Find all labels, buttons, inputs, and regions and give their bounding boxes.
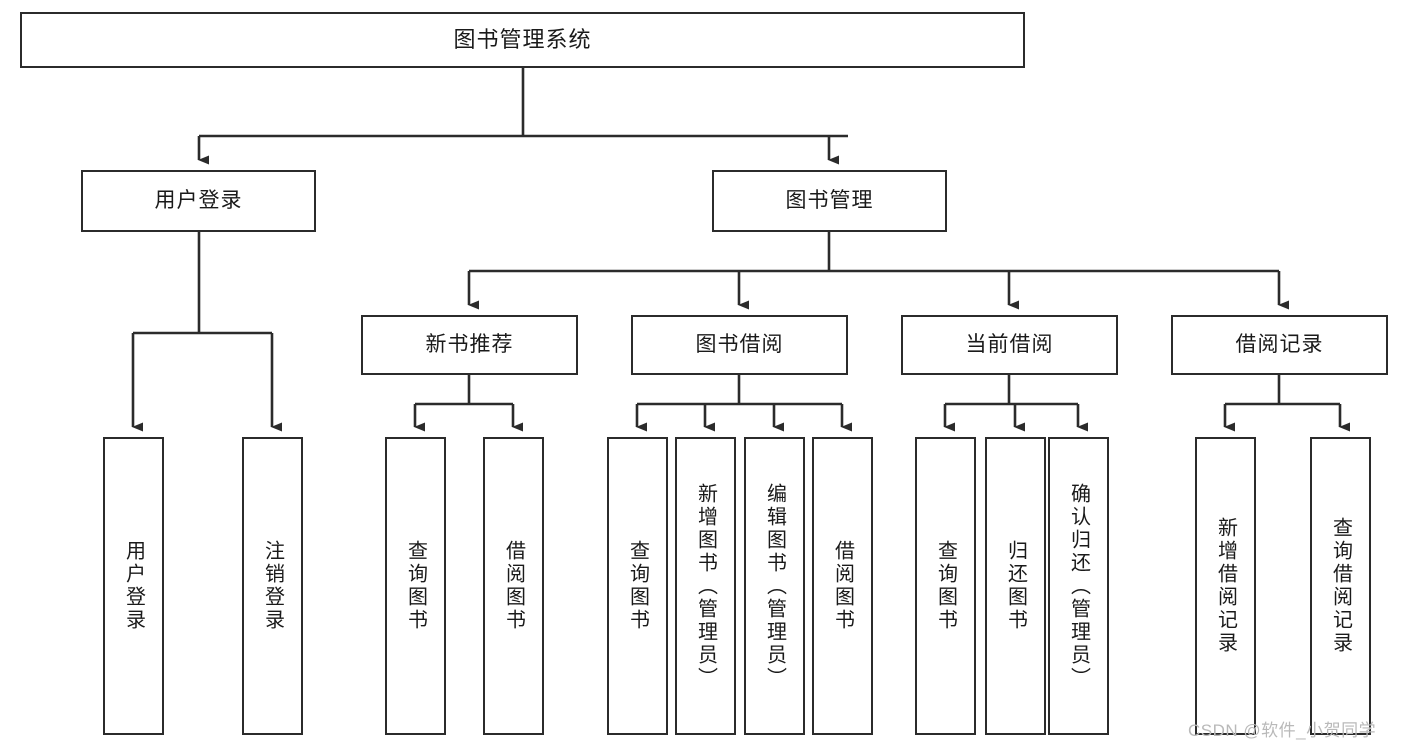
node-leaf-query-record-label: 查询借阅记录 — [1329, 517, 1352, 655]
node-book-management-label: 图书管理 — [785, 188, 874, 212]
node-leaf-return-book-label: 归还图书 — [1004, 540, 1027, 632]
node-leaf-query-book-2[interactable]: 查询图书 — [607, 437, 668, 735]
node-book-management[interactable]: 图书管理 — [712, 170, 947, 232]
node-leaf-add-book[interactable]: 新增图书（管理员） — [675, 437, 736, 735]
node-root-label: 图书管理系统 — [453, 27, 592, 53]
node-root[interactable]: 图书管理系统 — [20, 12, 1025, 68]
node-current-borrow-label: 当前借阅 — [965, 332, 1054, 356]
node-leaf-user-login[interactable]: 用户登录 — [103, 437, 164, 735]
node-leaf-query-book-3[interactable]: 查询图书 — [915, 437, 976, 735]
node-leaf-borrow-book-1[interactable]: 借阅图书 — [483, 437, 544, 735]
node-borrow-record-label: 借阅记录 — [1235, 332, 1324, 356]
node-book-borrow-label: 图书借阅 — [695, 332, 784, 356]
node-new-book-recommend[interactable]: 新书推荐 — [361, 315, 578, 375]
node-leaf-logout-label: 注销登录 — [261, 540, 284, 632]
node-current-borrow[interactable]: 当前借阅 — [901, 315, 1118, 375]
node-leaf-query-book-1-label: 查询图书 — [404, 540, 427, 632]
node-leaf-edit-book-label: 编辑图书（管理员） — [763, 482, 786, 690]
node-leaf-return-book[interactable]: 归还图书 — [985, 437, 1046, 735]
watermark: CSDN @软件_小贺同学 — [1188, 721, 1377, 740]
node-leaf-add-record[interactable]: 新增借阅记录 — [1195, 437, 1256, 735]
node-leaf-borrow-book-2[interactable]: 借阅图书 — [812, 437, 873, 735]
node-leaf-add-book-label: 新增图书（管理员） — [694, 482, 717, 690]
node-book-borrow[interactable]: 图书借阅 — [631, 315, 848, 375]
node-leaf-confirm-return[interactable]: 确认归还（管理员） — [1048, 437, 1109, 735]
node-leaf-borrow-book-1-label: 借阅图书 — [502, 540, 525, 632]
node-leaf-edit-book[interactable]: 编辑图书（管理员） — [744, 437, 805, 735]
node-leaf-logout[interactable]: 注销登录 — [242, 437, 303, 735]
node-leaf-add-record-label: 新增借阅记录 — [1214, 517, 1237, 655]
node-user-login-label: 用户登录 — [154, 188, 243, 212]
node-new-book-recommend-label: 新书推荐 — [425, 332, 514, 356]
node-leaf-query-record[interactable]: 查询借阅记录 — [1310, 437, 1371, 735]
node-borrow-record[interactable]: 借阅记录 — [1171, 315, 1388, 375]
node-leaf-confirm-return-label: 确认归还（管理员） — [1067, 482, 1090, 690]
node-leaf-query-book-2-label: 查询图书 — [626, 540, 649, 632]
node-leaf-user-login-label: 用户登录 — [122, 540, 145, 632]
node-leaf-query-book-3-label: 查询图书 — [934, 540, 957, 632]
node-user-login[interactable]: 用户登录 — [81, 170, 316, 232]
node-leaf-query-book-1[interactable]: 查询图书 — [385, 437, 446, 735]
node-leaf-borrow-book-2-label: 借阅图书 — [831, 540, 854, 632]
